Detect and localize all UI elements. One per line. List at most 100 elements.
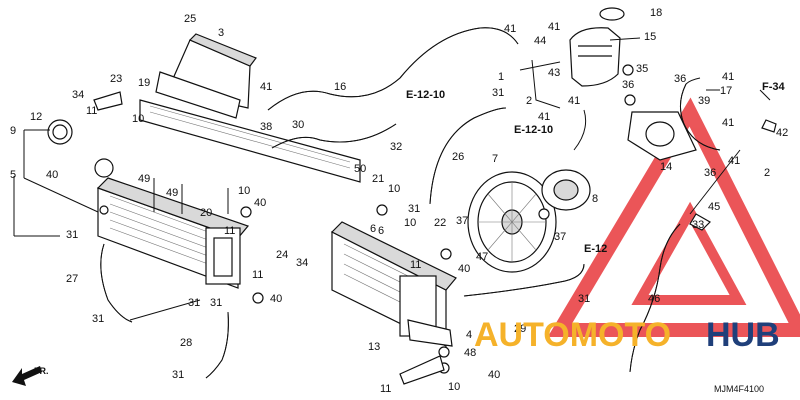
radiator-shroud bbox=[139, 99, 361, 183]
part-number-label: 2 bbox=[764, 167, 770, 179]
part-number-label: 48 bbox=[464, 347, 476, 359]
part-number-label: 41 bbox=[728, 155, 740, 167]
part-number-label: 18 bbox=[650, 7, 662, 19]
part-number-label: 11 bbox=[86, 105, 97, 117]
part-number-label: 6 bbox=[370, 223, 376, 235]
watermark-logo bbox=[547, 97, 800, 337]
part-number-label: 1 bbox=[498, 71, 504, 83]
part-number-label: 40 bbox=[46, 169, 58, 181]
part-number-label: 40 bbox=[458, 263, 470, 275]
reserve-tank bbox=[569, 7, 625, 87]
part-number-label: 25 bbox=[184, 13, 196, 25]
part-number-label: 41 bbox=[722, 71, 734, 83]
part-number-label: 5 bbox=[10, 169, 16, 181]
part-number-label: 10 bbox=[132, 113, 144, 125]
part-number-label: 49 bbox=[138, 173, 150, 185]
part-number-label: 11 bbox=[380, 383, 391, 395]
part-number-label: 9 bbox=[10, 125, 16, 137]
part-number-label: 11 bbox=[224, 225, 235, 237]
leader-lines bbox=[13, 37, 771, 321]
part-number-label: 14 bbox=[660, 161, 672, 173]
part-number-label: 38 bbox=[260, 121, 272, 133]
part-number-label: 36 bbox=[674, 73, 686, 85]
part-number-label: 36 bbox=[622, 79, 634, 91]
part-number-label: 39 bbox=[698, 95, 710, 107]
part-number-label: 41 bbox=[568, 95, 580, 107]
front-direction-marker: FR. bbox=[12, 366, 49, 386]
part-number-label: 31 bbox=[578, 293, 590, 305]
part-number-label: 24 bbox=[276, 249, 288, 261]
part-number-label: 31 bbox=[188, 297, 200, 309]
part-number-label: 8 bbox=[592, 193, 598, 205]
watermark-word-a: AUTOMOTO bbox=[474, 316, 671, 354]
fan-bracket bbox=[627, 111, 697, 161]
part-number-label: 45 bbox=[708, 201, 720, 213]
part-number-label: 7 bbox=[492, 153, 498, 165]
part-number-label: 29 bbox=[514, 323, 526, 335]
part-number-label: 43 bbox=[548, 67, 560, 79]
part-number-label: 33 bbox=[692, 219, 704, 231]
part-number-label: 41 bbox=[504, 23, 516, 35]
watermark-triangle-icon bbox=[547, 97, 800, 337]
part-number-label: 47 bbox=[476, 251, 488, 263]
part-number-label: 27 bbox=[66, 273, 78, 285]
part-number-label: 34 bbox=[296, 257, 308, 269]
part-number-label: 6 bbox=[378, 225, 384, 237]
part-number-label: 44 bbox=[534, 35, 546, 47]
part-number-label: 22 bbox=[434, 217, 446, 229]
part-number-label: 31 bbox=[492, 87, 504, 99]
part-number-label: 42 bbox=[776, 127, 788, 139]
part-number-label: 23 bbox=[110, 73, 122, 85]
part-number-label: 31 bbox=[172, 369, 184, 381]
part-number-label: 37 bbox=[554, 231, 566, 243]
reference-label: E-12-10 bbox=[406, 89, 445, 101]
part-number-label: 46 bbox=[648, 293, 660, 305]
part-number-label: 31 bbox=[408, 203, 420, 215]
part-number-label: 50 bbox=[354, 163, 366, 175]
left-radiator bbox=[96, 177, 250, 289]
part-number-label: 15 bbox=[644, 31, 656, 43]
reference-label: F-34 bbox=[762, 81, 786, 93]
part-number-label: 49 bbox=[166, 187, 178, 199]
part-number-label: 31 bbox=[66, 229, 78, 241]
coolant-hoses bbox=[100, 27, 741, 379]
part-number-label: 16 bbox=[334, 81, 346, 93]
front-label: FR. bbox=[34, 366, 49, 376]
part-number-label: 31 bbox=[92, 313, 104, 325]
drawing-code: MJM4F4100 bbox=[714, 384, 764, 394]
part-number-label: 21 bbox=[372, 173, 384, 185]
part-number-label: 31 bbox=[210, 297, 222, 309]
part-number-label: 10 bbox=[238, 185, 250, 197]
part-number-label: 41 bbox=[548, 21, 560, 33]
part-number-label: 11 bbox=[252, 269, 263, 281]
part-number-label: 10 bbox=[404, 217, 416, 229]
part-number-label: 34 bbox=[72, 89, 84, 101]
fan-motor bbox=[541, 169, 591, 211]
part-number-label: 3 bbox=[218, 27, 224, 39]
part-number-label: 10 bbox=[448, 381, 460, 393]
part-number-label: 40 bbox=[488, 369, 500, 381]
part-number-label: 12 bbox=[30, 111, 42, 123]
part-number-label: 4 bbox=[466, 329, 472, 341]
part-number-label: 35 bbox=[636, 63, 648, 75]
watermark-word-b: HUB bbox=[706, 316, 780, 354]
right-radiator bbox=[330, 221, 457, 347]
watermark-inner-triangle-icon bbox=[631, 201, 747, 305]
part-number-label: 13 bbox=[368, 341, 380, 353]
watermark-text: AUTOMOTO HUB bbox=[474, 316, 780, 354]
front-arrow-icon bbox=[12, 366, 42, 386]
air-duct bbox=[155, 33, 257, 119]
part-number-label: 40 bbox=[270, 293, 282, 305]
cooling-fan bbox=[467, 171, 557, 273]
part-number-label: 10 bbox=[388, 183, 400, 195]
reference-label: E-12-10 bbox=[514, 124, 553, 136]
part-number-label: 30 bbox=[292, 119, 304, 131]
part-number-label: 19 bbox=[138, 77, 150, 89]
small-fasteners bbox=[47, 64, 777, 385]
part-number-label: 11 bbox=[410, 259, 421, 271]
part-number-label: 28 bbox=[180, 337, 192, 349]
part-number-label: 36 bbox=[704, 167, 716, 179]
part-number-label: 41 bbox=[722, 117, 734, 129]
